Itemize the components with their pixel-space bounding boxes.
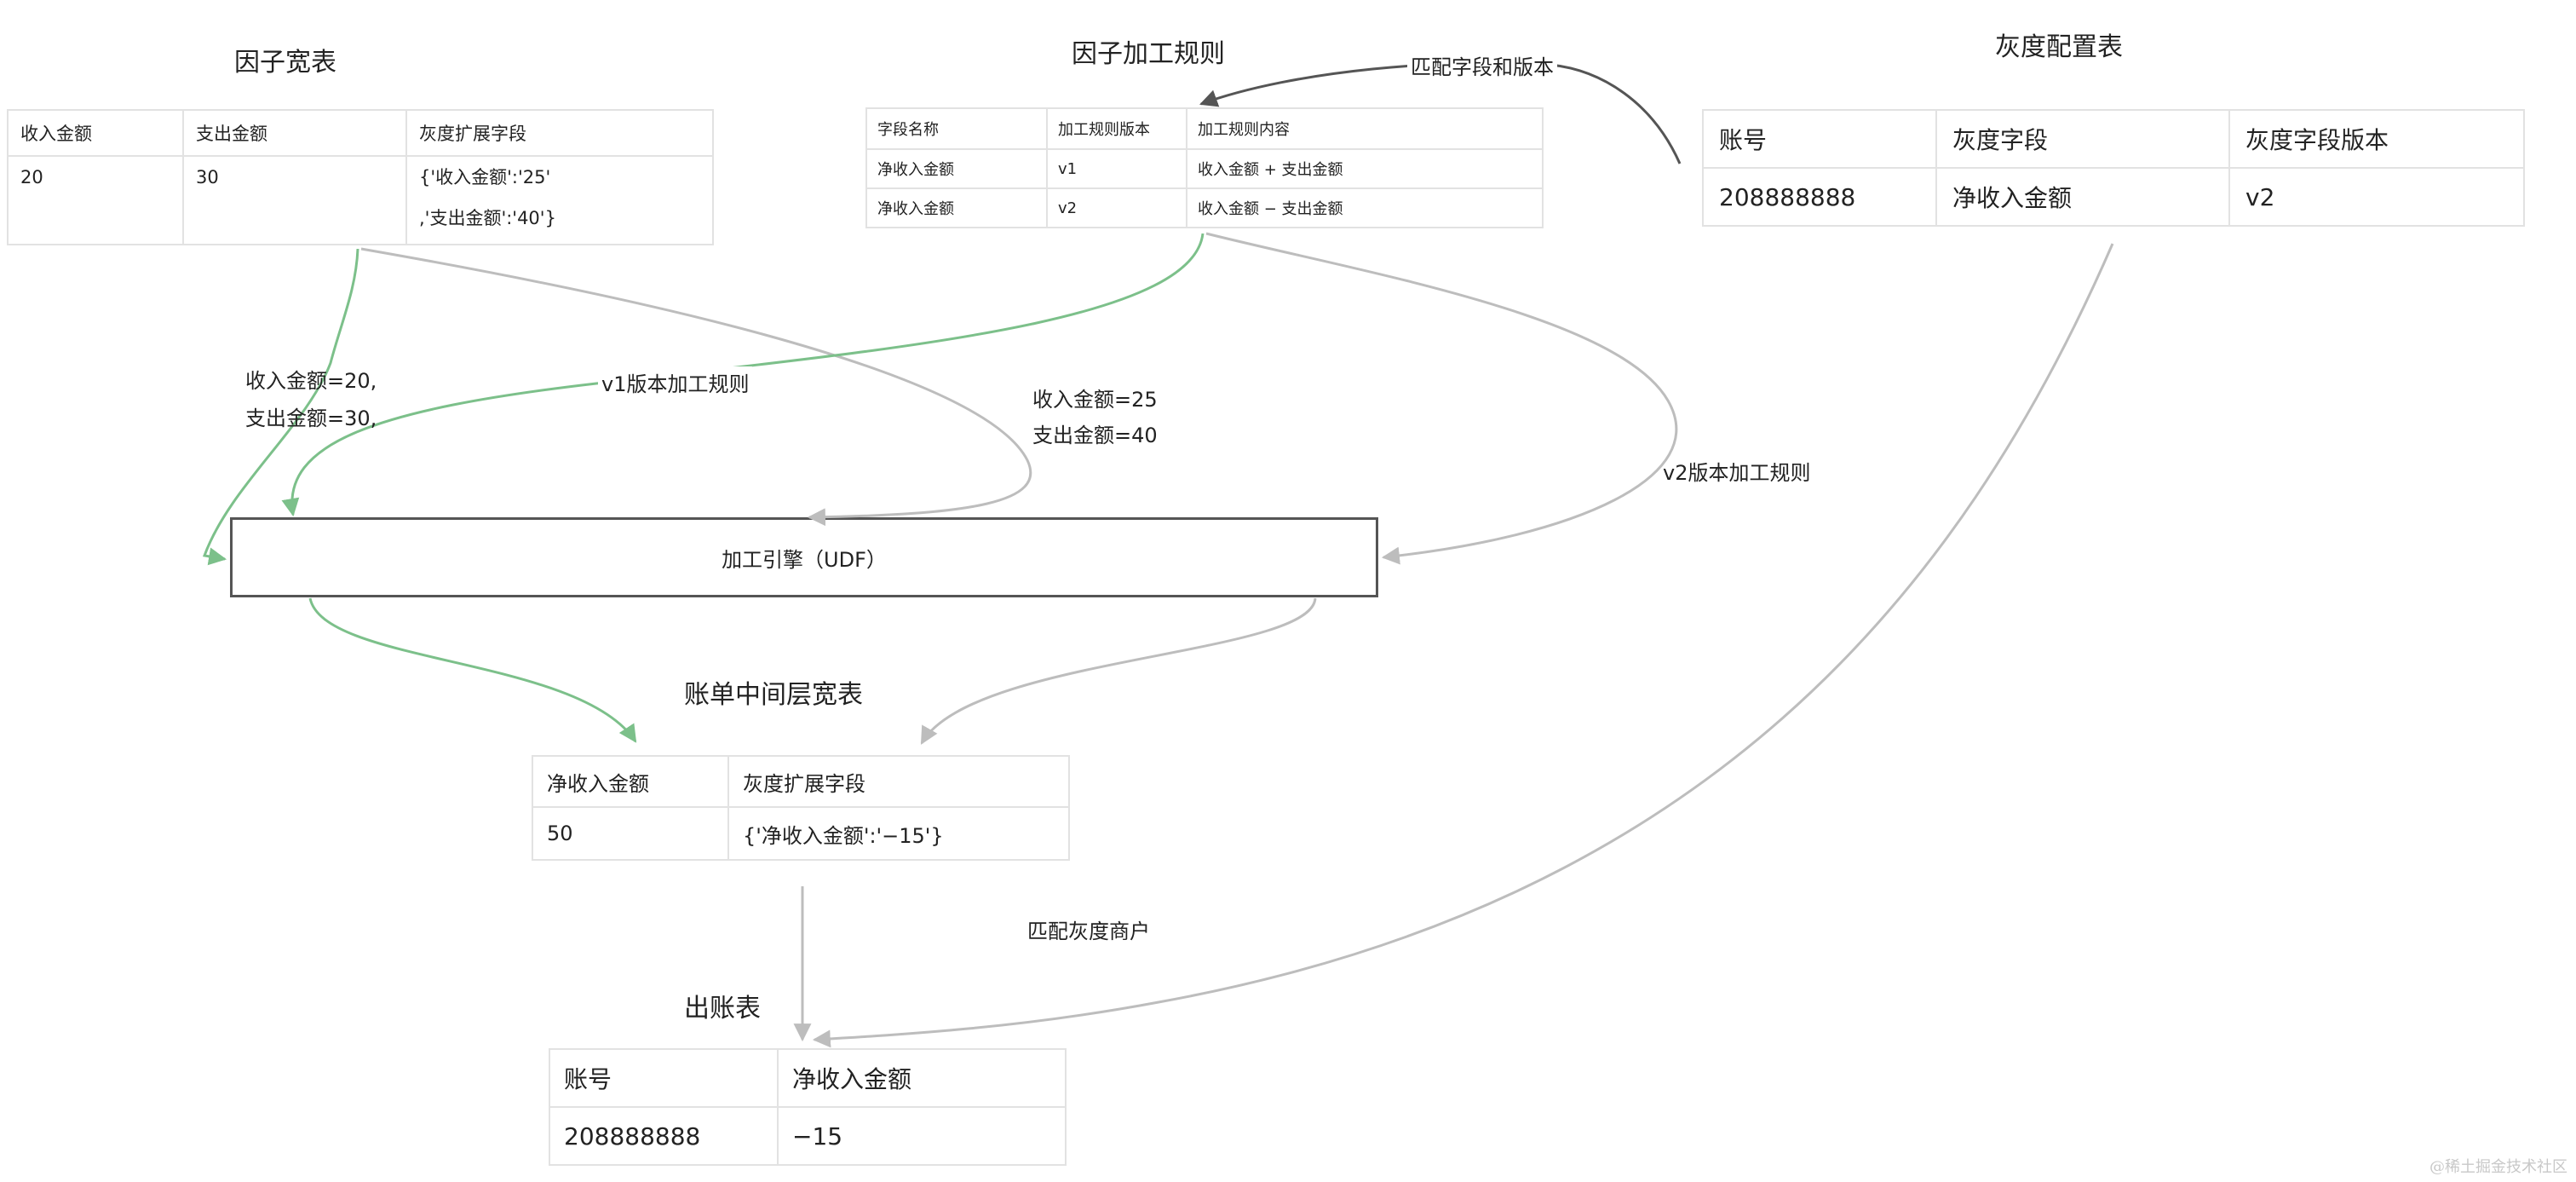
watermark: @稀土掘金技术社区 xyxy=(2429,1158,2567,1176)
label-income-25: 收入金额=25 xyxy=(1032,388,1158,412)
out-cell-account: 208888888 xyxy=(549,1106,779,1166)
engine-box: 加工引擎（UDF） xyxy=(230,517,1378,597)
rule-cell-field: 净收入金额 xyxy=(865,148,1048,189)
label-v2-rule: v2版本加工规则 xyxy=(1663,461,1811,485)
mid-table-title: 账单中间层宽表 xyxy=(684,680,863,710)
rule-cell-field: 净收入金额 xyxy=(865,187,1048,228)
gray-cell-field: 净收入金额 xyxy=(1935,167,2230,227)
table-row: 净收入金额 v1 收入金额 + 支出金额 xyxy=(865,148,1544,189)
arrow-engine-to-mid-green xyxy=(308,597,637,743)
factor-cell-expense: 30 xyxy=(182,155,407,245)
label-income-20: 收入金额=20, xyxy=(245,369,377,393)
label-match-gray-merchant: 匹配灰度商户 xyxy=(1027,920,1150,943)
label-v1-rule: v1版本加工规则 xyxy=(598,366,753,402)
mid-cell-net: 50 xyxy=(532,806,729,861)
gray-cell-version: v2 xyxy=(2228,167,2525,227)
out-table: 账号 净收入金额 208888888 −15 xyxy=(549,1048,1067,1166)
rule-table: 字段名称 加工规则版本 加工规则内容 净收入金额 v1 收入金额 + 支出金额 … xyxy=(865,107,1544,228)
factor-table-title: 因子宽表 xyxy=(234,48,336,78)
rule-cell-content: 收入金额 + 支出金额 xyxy=(1186,148,1544,189)
out-cell-net: −15 xyxy=(777,1106,1067,1166)
rule-cell-content: 收入金额 − 支出金额 xyxy=(1186,187,1544,228)
gray-table: 账号 灰度字段 灰度字段版本 208888888 净收入金额 v2 xyxy=(1702,109,2525,227)
gray-header-account: 账号 xyxy=(1702,109,1937,169)
rule-header-version: 加工规则版本 xyxy=(1046,107,1187,150)
label-expense-40: 支出金额=40 xyxy=(1032,424,1158,447)
arrow-engine-to-mid-gray xyxy=(920,597,1317,745)
arrow-factor-green xyxy=(202,248,359,566)
rule-table-title: 因子加工规则 xyxy=(1072,39,1225,69)
mid-table: 净收入金额 灰度扩展字段 50 {'净收入金额':'−15'} xyxy=(532,755,1070,861)
gray-header-field: 灰度字段 xyxy=(1935,109,2230,169)
arrow-factor-gray xyxy=(360,247,1032,527)
rule-header-field: 字段名称 xyxy=(865,107,1048,150)
engine-label: 加工引擎（UDF） xyxy=(722,547,887,572)
factor-header-expense: 支出金额 xyxy=(182,109,407,157)
factor-header-income: 收入金额 xyxy=(7,109,184,157)
out-header-account: 账号 xyxy=(549,1048,779,1108)
arrow-match-gray-merchant xyxy=(812,243,2114,1048)
arrow-v2-rule xyxy=(1205,232,1678,565)
factor-ext-line-2: ,'支出金额':'40'} xyxy=(419,208,556,228)
gray-table-title: 灰度配置表 xyxy=(1995,32,2123,62)
table-row: 净收入金额 v2 收入金额 − 支出金额 xyxy=(865,187,1544,228)
out-table-title: 出账表 xyxy=(684,994,761,1023)
label-expense-30: 支出金额=30, xyxy=(245,406,377,430)
factor-header-ext: 灰度扩展字段 xyxy=(405,109,714,157)
factor-table: 收入金额 支出金额 灰度扩展字段 20 30 {'收入金额':'25' ,'支出… xyxy=(7,109,714,245)
gray-cell-account: 208888888 xyxy=(1702,167,1937,227)
label-match-field-version: 匹配字段和版本 xyxy=(1407,49,1557,85)
factor-ext-line-1: {'收入金额':'25' xyxy=(419,167,551,187)
factor-cell-ext: {'收入金额':'25' ,'支出金额':'40'} xyxy=(405,155,714,245)
out-header-net: 净收入金额 xyxy=(777,1048,1067,1108)
mid-cell-ext: {'净收入金额':'−15'} xyxy=(727,806,1070,861)
rule-cell-version: v2 xyxy=(1046,187,1187,228)
mid-header-net: 净收入金额 xyxy=(532,755,729,808)
factor-cell-income: 20 xyxy=(7,155,184,245)
mid-header-ext: 灰度扩展字段 xyxy=(727,755,1070,808)
rule-cell-version: v1 xyxy=(1046,148,1187,189)
rule-header-content: 加工规则内容 xyxy=(1186,107,1544,150)
gray-header-version: 灰度字段版本 xyxy=(2228,109,2525,169)
